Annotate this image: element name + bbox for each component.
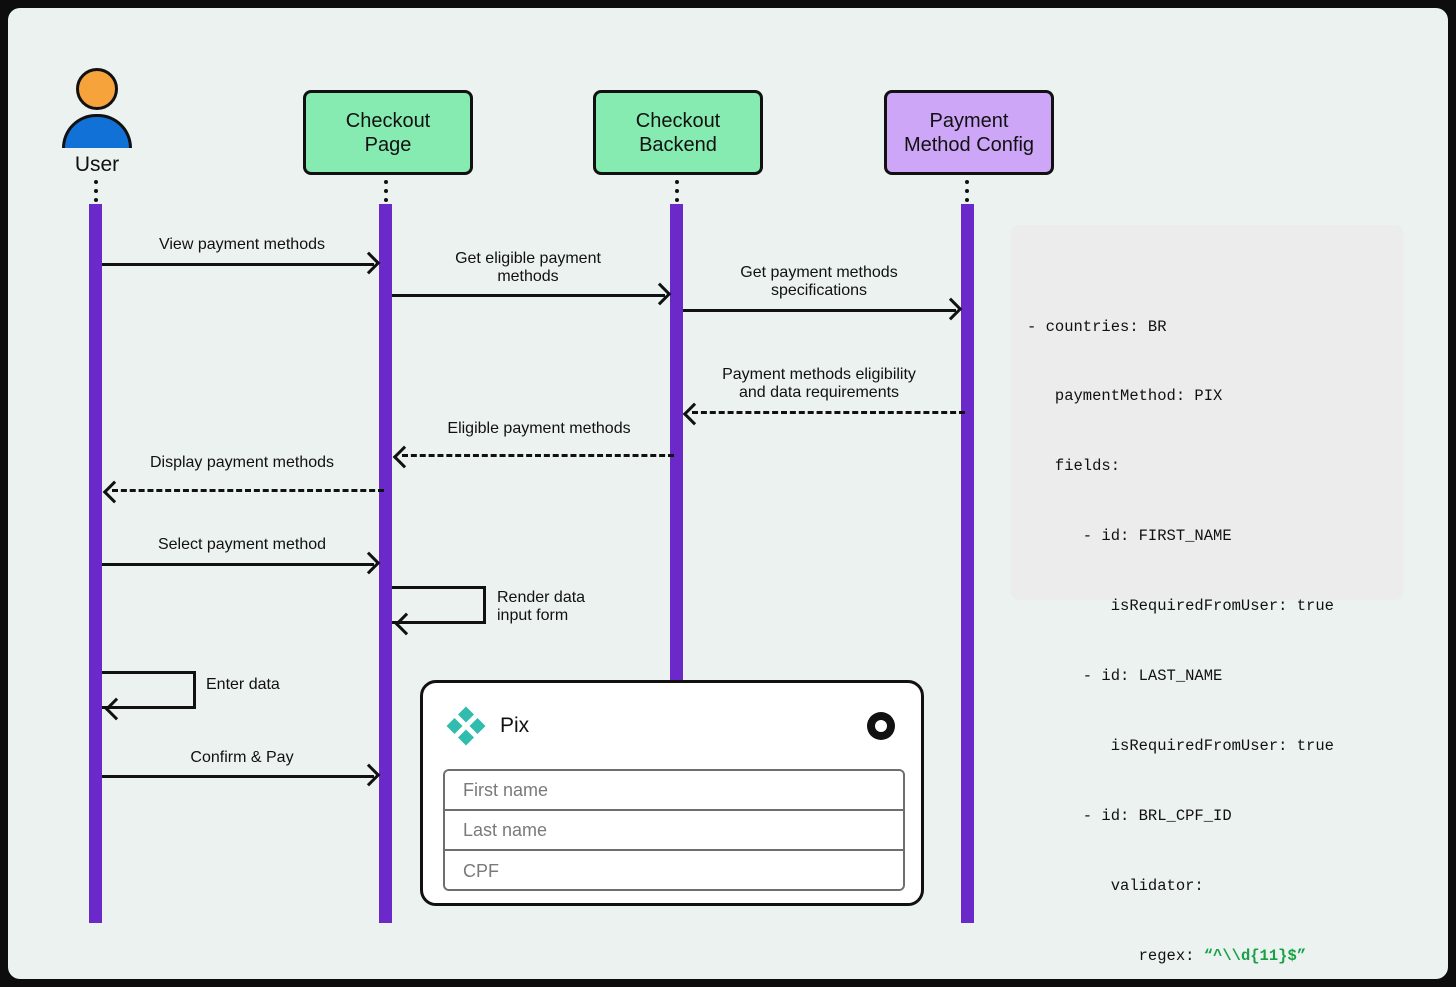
message-line-9 [102, 775, 374, 778]
message-label-1: Get eligible payment methods [455, 250, 601, 286]
message-arrowhead-2 [943, 301, 959, 317]
note-line-9: regex: “^\\d{11}$” [1027, 945, 1403, 968]
message-label-8: Enter data [206, 676, 280, 693]
user-actor-head [76, 68, 118, 110]
message-arrowhead-4 [396, 449, 412, 465]
note-line-5: - id: LAST_NAME [1027, 667, 1223, 686]
diagram-canvas: User Checkout Page Checkout Backend Paym… [8, 8, 1448, 979]
pix-payment-method-card[interactable]: Pix First name Last name CPF [420, 680, 924, 906]
message-arrowhead-9 [361, 767, 377, 783]
message-arrowhead-5 [106, 484, 122, 500]
message-arrowhead-7 [398, 616, 414, 632]
note-line-9-key: regex: [1027, 946, 1204, 965]
message-selfloop-7 [392, 586, 486, 624]
message-line-5 [112, 489, 384, 492]
pix-logo-icon [445, 705, 487, 747]
participant-label-user: User [74, 153, 120, 176]
pix-field-group: First name Last name CPF [443, 769, 905, 891]
note-line-9-value: “^\\d{11}$” [1203, 946, 1307, 965]
message-label-4: Eligible payment methods [447, 420, 631, 437]
message-line-1 [392, 294, 665, 297]
pix-card-header: Pix [445, 705, 529, 747]
note-line-2: fields: [1027, 457, 1121, 476]
lifeline-dots-payment-method-config [965, 180, 969, 202]
activation-bar-payment-method-config [961, 204, 974, 923]
note-line-7: - id: BRL_CPF_ID [1027, 806, 1232, 825]
message-line-0 [102, 263, 374, 266]
message-label-9: Confirm & Pay [190, 749, 294, 766]
lifeline-dots-checkout-page [384, 180, 388, 202]
note-line-8: validator: [1027, 876, 1204, 895]
note-line-0: - countries: BR [1027, 317, 1167, 336]
lifeline-dots-checkout-backend [675, 180, 679, 202]
message-line-3 [692, 411, 965, 414]
message-label-5: Display payment methods [149, 454, 335, 471]
message-arrowhead-6 [361, 555, 377, 571]
pix-field-first-name[interactable]: First name [445, 771, 903, 811]
message-arrowhead-1 [652, 286, 668, 302]
participant-label-checkout-backend: Checkout Backend [635, 109, 721, 156]
payment-method-config-note: - countries: BR paymentMethod: PIX field… [1011, 225, 1403, 965]
participant-label-checkout-page: Checkout Page [345, 109, 431, 156]
pix-field-last-name[interactable]: Last name [445, 811, 903, 851]
message-label-0: View payment methods [158, 236, 325, 253]
participant-payment-method-config[interactable]: Payment Method Config [884, 90, 1054, 175]
participant-checkout-backend[interactable]: Checkout Backend [593, 90, 763, 175]
activation-bar-checkout-backend [670, 204, 683, 684]
pix-method-name: Pix [500, 714, 530, 737]
message-arrowhead-0 [361, 255, 377, 271]
note-line-3: - id: FIRST_NAME [1027, 527, 1232, 546]
user-actor-body [62, 114, 132, 148]
message-label-3: Payment methods eligibility and data req… [722, 366, 916, 402]
activation-bar-user [89, 204, 102, 923]
note-line-1: paymentMethod: PIX [1027, 387, 1223, 406]
pix-radio-button[interactable] [867, 712, 895, 740]
message-line-6 [102, 563, 374, 566]
message-arrowhead-8 [108, 701, 124, 717]
note-line-4: isRequiredFromUser: true [1027, 597, 1334, 616]
lifeline-dots-user [94, 180, 98, 202]
message-arrowhead-3 [686, 406, 702, 422]
message-line-2 [683, 309, 956, 312]
message-label-6: Select payment method [157, 536, 327, 553]
activation-bar-checkout-page [379, 204, 392, 923]
message-line-4 [402, 454, 674, 457]
message-selfloop-8 [102, 671, 196, 709]
participant-label-payment-method-config: Payment Method Config [903, 109, 1035, 156]
message-label-7: Render data input form [497, 589, 586, 625]
pix-field-cpf[interactable]: CPF [445, 851, 903, 889]
participant-checkout-page[interactable]: Checkout Page [303, 90, 473, 175]
message-label-2: Get payment methods specifications [740, 264, 898, 300]
note-line-6: isRequiredFromUser: true [1027, 736, 1334, 755]
